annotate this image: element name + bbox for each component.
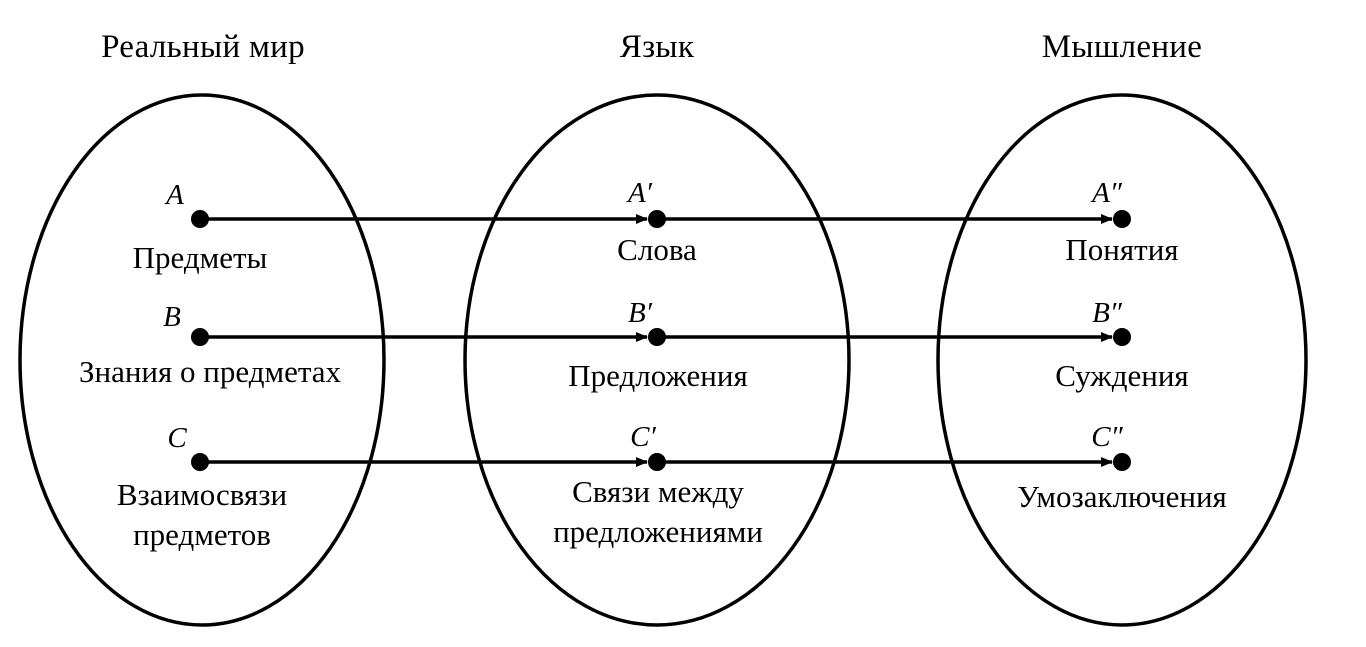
point-letter-c-prime: C′ [630,421,656,453]
label-sentences: Предложения [568,358,747,393]
label-judgments: Суждения [1055,358,1188,393]
ellipse-real-world [18,93,386,627]
point-letter-b: B [163,301,181,333]
label-inferences: Умозаключения [1017,479,1227,514]
point-a-double-prime-dot [1113,210,1131,228]
point-b-double-prime-dot [1113,328,1131,346]
point-b-prime-dot [648,328,666,346]
label-objects: Предметы [133,240,268,275]
point-b-dot [191,328,209,346]
label-object-relations-line-2: предметов [133,517,271,552]
column-title-real-world: Реальный мир [101,29,305,65]
label-knowledge-of-objects: Знания о предметах [79,354,342,389]
point-a-dot [191,210,209,228]
point-letter-b-double-prime: B″ [1092,297,1123,329]
point-letter-a-double-prime: A″ [1090,177,1123,209]
label-words: Слова [617,232,697,267]
point-a-prime-dot [648,210,666,228]
column-title-thinking: Мышление [1042,29,1202,65]
point-letter-b-prime: B′ [628,297,653,329]
ellipse-language [463,93,851,627]
column-title-language: Язык [620,29,695,65]
point-letter-c: C [167,422,187,454]
point-c-dot [191,453,209,471]
label-sentence-links-line-1: Связи между [572,474,744,509]
point-letter-a: A [164,179,184,211]
label-sentence-links-line-2: предложениями [553,514,763,549]
point-c-prime-dot [648,453,666,471]
label-concepts: Понятия [1065,232,1178,267]
ellipse-thinking [936,93,1308,627]
point-letter-c-double-prime: C″ [1091,421,1123,453]
label-object-relations-line-1: Взаимосвязи [117,477,287,512]
point-letter-a-prime: A′ [626,177,653,209]
point-c-double-prime-dot [1113,453,1131,471]
